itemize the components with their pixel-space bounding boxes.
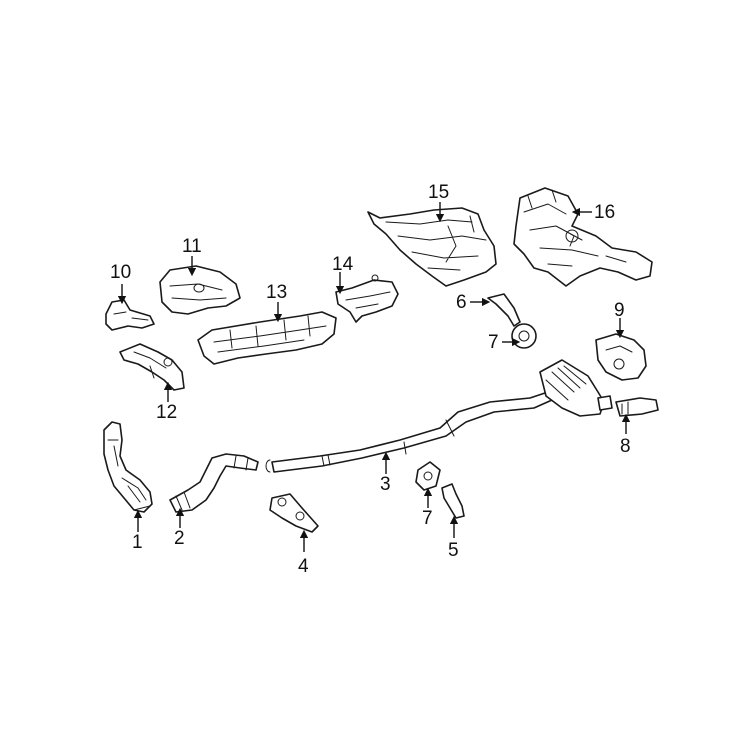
callout-6: 6 (456, 292, 491, 313)
part-10-bracket (105, 299, 155, 331)
callout-7-upper-label: 7 (488, 332, 499, 353)
callout-10: 10 (110, 262, 131, 305)
callout-4-label: 4 (298, 556, 309, 577)
callout-5-label: 5 (448, 540, 459, 561)
callout-1-label: 1 (132, 532, 143, 553)
callout-11-label: 11 (182, 236, 202, 257)
callout-15: 15 (428, 182, 449, 223)
part-3-intermediate-pipe (265, 391, 553, 473)
part-15-center-heat-shield (367, 207, 497, 287)
callout-13-label: 13 (266, 282, 287, 303)
callout-14: 14 (332, 254, 354, 295)
callout-5: 5 (448, 515, 459, 561)
part-9-valve-actuator (595, 333, 647, 381)
part-13-heat-shield (197, 311, 337, 365)
callout-2-label: 2 (174, 528, 185, 549)
part-1-front-pipe-converter (103, 421, 153, 513)
callout-10-label: 10 (110, 262, 131, 283)
part-2-flex-pipe (169, 453, 259, 513)
callout-7-lower-label: 7 (422, 508, 433, 529)
part-4-bracket (269, 493, 319, 533)
part-7-gasket-lower (415, 461, 441, 491)
muffler (539, 359, 613, 417)
callout-15-label: 15 (428, 182, 449, 203)
callout-7-upper: 7 (488, 332, 521, 353)
callout-6-label: 6 (456, 292, 467, 313)
callout-7-lower: 7 (422, 487, 433, 529)
part-6-hanger-bracket (487, 293, 521, 327)
callout-16: 16 (571, 202, 615, 223)
callout-8-label: 8 (620, 436, 631, 457)
callout-12: 12 (156, 381, 177, 423)
callout-1: 1 (132, 509, 143, 553)
part-5-hanger (441, 483, 465, 519)
part-14-bracket-shield (335, 274, 399, 323)
callout-3-label: 3 (380, 474, 391, 495)
part-16-rear-heat-shield (513, 187, 653, 287)
callout-13: 13 (266, 282, 287, 323)
part-8-tail-pipe-tip (615, 397, 659, 417)
callout-8: 8 (620, 413, 631, 457)
part-12-bracket (119, 343, 185, 391)
part-11-heat-shield (159, 265, 241, 315)
callout-9-label: 9 (614, 300, 625, 321)
callout-11: 11 (182, 236, 202, 277)
callout-12-label: 12 (156, 402, 177, 423)
callout-9: 9 (614, 300, 625, 339)
callout-16-label: 16 (594, 202, 615, 223)
part-7-gasket-upper (511, 323, 537, 349)
callout-4: 4 (298, 529, 309, 577)
callout-3: 3 (380, 451, 391, 495)
callout-14-label: 14 (332, 254, 354, 275)
callout-2: 2 (174, 507, 185, 549)
